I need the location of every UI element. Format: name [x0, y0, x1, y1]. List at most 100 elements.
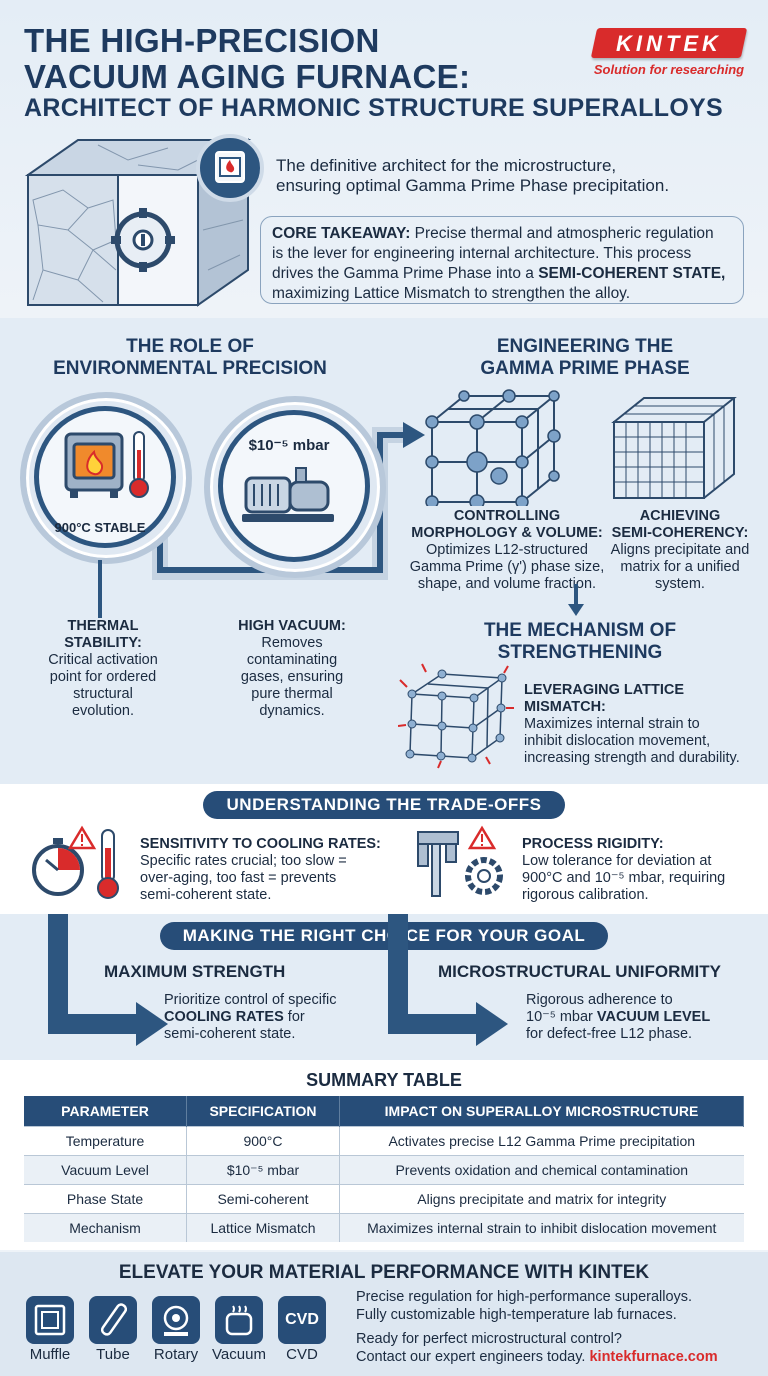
product-label-tube[interactable]: Tube: [96, 1346, 130, 1363]
takeaway-line3a: drives the Gamma Prime Phase into a: [272, 265, 539, 282]
rotary-furnace-icon[interactable]: [152, 1296, 200, 1344]
intro-line-1: The definitive architect for the microst…: [276, 156, 617, 175]
table-row: Phase State Semi-coherent Aligns precipi…: [24, 1184, 744, 1214]
takeaway-line1: Precise thermal and atmospheric regulati…: [410, 225, 714, 242]
lever-desc-2: inhibit dislocation movement,: [524, 733, 711, 749]
control-title-1: CONTROLLING: [453, 508, 561, 524]
footer-line3: Ready for perfect microstructural contro…: [356, 1331, 622, 1347]
cell-impact: Maximizes internal strain to inhibit dis…: [339, 1213, 744, 1242]
achieving-semi-coherency-text: ACHIEVING SEMI-COHERENCY: Aligns precipi…: [600, 508, 760, 593]
cell-impact: Activates precise L12 Gamma Prime precip…: [339, 1126, 744, 1156]
product-label-rotary[interactable]: Rotary: [153, 1346, 199, 1363]
environment-title: THE ROLE OF ENVIRONMENTAL PRECISION: [20, 336, 360, 380]
vacuum-desc-5: dynamics.: [259, 703, 325, 719]
product-label-muffle[interactable]: Muffle: [29, 1346, 71, 1363]
lever-title: LEVERAGING LATTICE MISMATCH:: [524, 682, 685, 715]
takeaway-line2: is the lever for engineering internal ar…: [272, 245, 692, 262]
cell-parameter: Temperature: [24, 1126, 187, 1156]
gamma-title-line1: ENGINEERING THE: [496, 336, 674, 357]
cell-impact: Aligns precipitate and matrix for integr…: [339, 1184, 744, 1214]
strength-line2-bold: COOLING RATES: [164, 1009, 284, 1025]
strength-desc: Prioritize control of specific COOLING R…: [164, 992, 384, 1043]
vacuum-pressure-badge: $10⁻⁵ mbar: [248, 437, 330, 454]
table-header-row: PARAMETER SPECIFICATION IMPACT ON SUPERA…: [24, 1096, 744, 1127]
thermal-desc-2: point for ordered: [49, 669, 157, 685]
footer-title: ELEVATE YOUR MATERIAL PERFORMANCE WITH K…: [118, 1262, 650, 1283]
lattice-mismatch-text: LEVERAGING LATTICE MISMATCH: Maximizes i…: [524, 682, 764, 767]
uniformity-line2-bold: VACUUM LEVEL: [596, 1009, 711, 1025]
tradeoffs-pill: UNDERSTANDING THE TRADE-OFFS: [203, 791, 565, 819]
stopwatch-thermometer-icon: [32, 825, 119, 899]
mechanism-title-line2: STRENGTHENING: [497, 642, 663, 663]
cell-specification: 900°C: [186, 1126, 340, 1156]
coherency-title-1: ACHIEVING: [639, 508, 721, 524]
lever-desc-1: Maximizes internal strain to: [524, 716, 700, 732]
coherency-desc-1: Aligns precipitate and: [610, 542, 750, 558]
mechanism-title: THE MECHANISM OF STRENGTHENING: [460, 620, 700, 664]
product-label-cvd[interactable]: CVD: [286, 1346, 318, 1363]
strength-title: MAXIMUM STRENGTH: [104, 962, 286, 981]
vacuum-desc-1: Removes: [261, 635, 323, 651]
furnace-temp-badge: 900°C STABLE: [54, 520, 146, 535]
environment-title-line1: THE ROLE OF: [126, 336, 254, 357]
rigidity-title: PROCESS RIGIDITY:: [522, 836, 664, 852]
website-link[interactable]: kintekfurnace.com: [589, 1349, 718, 1365]
header-parameter: PARAMETER: [24, 1096, 187, 1127]
uniformity-line2-pre: 10⁻⁵ mbar: [526, 1009, 597, 1025]
thermal-stability-text: THERMAL STABILITY: Critical activation p…: [18, 618, 188, 720]
vacuum-furnace-icon[interactable]: [215, 1296, 263, 1344]
thermal-title-2: STABILITY:: [64, 635, 142, 651]
gamma-title-line2: GAMMA PRIME PHASE: [480, 358, 690, 379]
takeaway-label: CORE TAKEAWAY:: [272, 225, 411, 242]
coherency-desc-2: matrix for a unified: [620, 559, 740, 575]
high-vacuum-text: HIGH VACUUM: Removes contaminating gases…: [212, 618, 372, 720]
uniformity-line3: for defect-free L12 phase.: [526, 1026, 693, 1042]
title-line-2: VACUUM AGING FURNACE:: [24, 58, 471, 95]
cell-parameter: Vacuum Level: [24, 1155, 187, 1185]
summary-table: PARAMETER SPECIFICATION IMPACT ON SUPERA…: [24, 1096, 744, 1242]
coherency-title-2: SEMI-COHERENCY:: [611, 525, 749, 541]
cooling-rates-text: SENSITIVITY TO COOLING RATES: Specific r…: [140, 836, 390, 904]
thermal-desc-1: Critical activation: [48, 652, 158, 668]
furnace-badge-icon: [196, 134, 264, 202]
cvd-furnace-icon[interactable]: CVD: [278, 1296, 326, 1344]
vacuum-desc-4: pure thermal: [251, 686, 333, 702]
cell-specification: Lattice Mismatch: [186, 1213, 340, 1242]
caliper-gear-icon: [417, 825, 503, 897]
cell-specification: Semi-coherent: [186, 1184, 340, 1214]
cooling-title: SENSITIVITY TO COOLING RATES:: [140, 836, 381, 852]
rigidity-desc-3: rigorous calibration.: [522, 887, 649, 903]
gamma-title: ENGINEERING THE GAMMA PRIME PHASE: [420, 336, 750, 380]
title-line-1: THE HIGH-PRECISION: [24, 22, 380, 59]
mechanism-title-line1: THE MECHANISM OF: [483, 620, 677, 641]
header-impact: IMPACT ON SUPERALLOY MICROSTRUCTURE: [339, 1096, 744, 1127]
title-line-3: ARCHITECT OF HARMONIC STRUCTURE SUPERALL…: [24, 94, 724, 122]
uniformity-desc: Rigorous adherence to 10⁻⁵ mbar VACUUM L…: [526, 992, 756, 1043]
strength-arrow-icon: [48, 914, 168, 1046]
muffle-furnace-icon[interactable]: [26, 1296, 74, 1344]
product-label-vacuum[interactable]: Vacuum: [212, 1346, 266, 1363]
controlling-morphology-text: CONTROLLING MORPHOLOGY & VOLUME: Optimiz…: [402, 508, 612, 593]
rigidity-desc-2: 900°C and 10⁻⁵ mbar, requiring: [522, 870, 726, 886]
core-takeaway-box: [260, 216, 744, 304]
uniformity-arrow-icon: [388, 914, 508, 1046]
cooling-desc-2: over-aging, too fast = prevents: [140, 870, 337, 886]
strength-line2-rest: for: [283, 1009, 305, 1025]
lever-desc-3: increasing strength and durability.: [524, 750, 740, 766]
kintek-logo-text[interactable]: KINTEK: [616, 31, 722, 56]
vacuum-desc-3: gases, ensuring: [240, 669, 344, 685]
process-rigidity-text: PROCESS RIGIDITY: Low tolerance for devi…: [522, 836, 762, 904]
choice-pill: MAKING THE RIGHT CHOICE FOR YOUR GOAL: [160, 922, 608, 950]
control-desc-2: Gamma Prime (γ') phase size,: [409, 559, 605, 575]
thermal-connector: [98, 560, 102, 618]
vacuum-pump-icon: [242, 467, 334, 522]
table-row: Mechanism Lattice Mismatch Maximizes int…: [24, 1213, 744, 1242]
tube-furnace-icon[interactable]: [89, 1296, 137, 1344]
core-takeaway-text: CORE TAKEAWAY: Precise thermal and atmos…: [272, 224, 725, 304]
summary-title: SUMMARY TABLE: [306, 1070, 462, 1090]
strength-line3: semi-coherent state.: [164, 1026, 296, 1042]
cooling-desc-1: Specific rates crucial; too slow =: [140, 853, 347, 869]
header-specification: SPECIFICATION: [186, 1096, 340, 1127]
table-row: Temperature 900°C Activates precise L12 …: [24, 1126, 744, 1156]
environment-title-line2: ENVIRONMENTAL PRECISION: [53, 358, 327, 379]
